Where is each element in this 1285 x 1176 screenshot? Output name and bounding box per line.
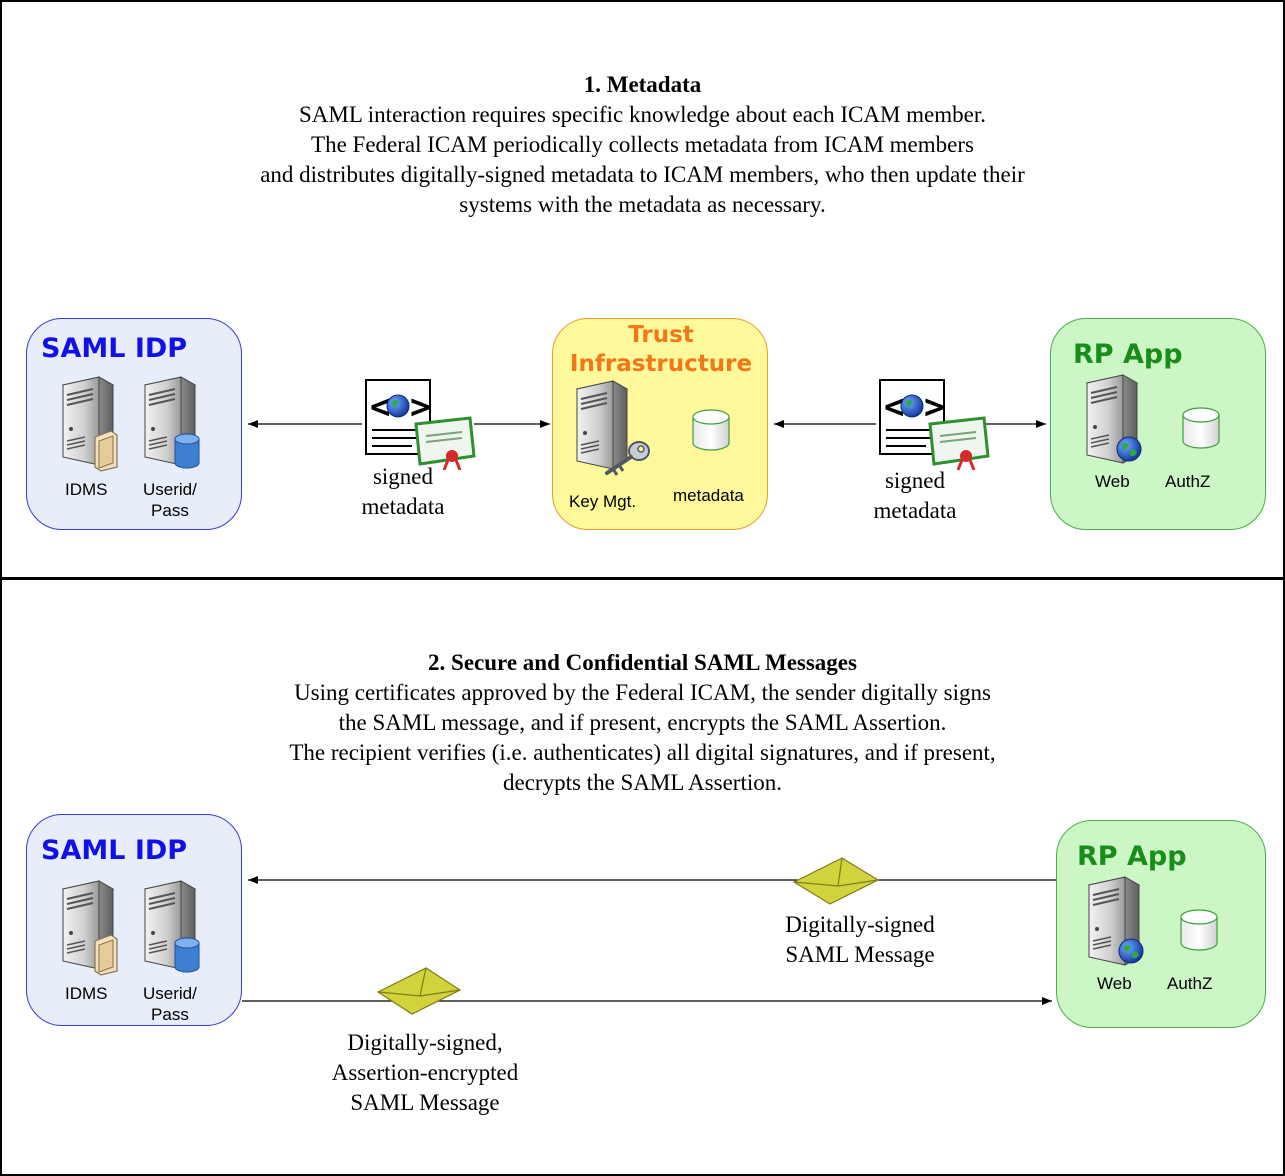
section1-line-3: and distributes digitally-signed metadat… — [260, 162, 1025, 187]
rp-app-box: RP App Web AuthZ — [1050, 318, 1266, 530]
trust-title: Trust Infrastructure — [553, 321, 769, 379]
userid-label: Userid/ Pass — [143, 479, 197, 521]
envelope-icon — [376, 967, 462, 1015]
envelope-icon — [792, 857, 880, 905]
web-label: Web — [1095, 472, 1130, 491]
svg-text:<: < — [370, 387, 390, 427]
caption-left-line-1: signed — [372, 464, 434, 489]
metadata-store-label: metadata — [673, 486, 744, 505]
idms-label-2: IDMS — [65, 984, 108, 1003]
server-icon — [143, 880, 197, 970]
svg-text:<: < — [884, 387, 904, 427]
idms-label: IDMS — [65, 480, 108, 499]
svg-text:>: > — [410, 387, 430, 427]
metadata-arrows — [248, 420, 1046, 428]
userid-label-2-line-1: Userid/ — [143, 984, 197, 1003]
database-icon — [1182, 407, 1220, 449]
caption-bottom-line-2: Assertion-encrypted — [331, 1060, 519, 1085]
database-icon — [692, 409, 730, 451]
certificate-icon: < > — [879, 379, 990, 471]
saml-idp-title-2: SAML IDP — [41, 835, 188, 866]
server-icon — [575, 380, 629, 470]
rp-app-title: RP App — [1073, 339, 1183, 370]
server-icon — [61, 880, 115, 970]
database-icon — [174, 937, 200, 973]
globe-icon — [1118, 938, 1144, 964]
trust-title-line-2: Infrastructure — [569, 351, 753, 377]
userid-label-line-1: Userid/ — [143, 480, 197, 499]
section2-text: 2. Secure and Confidential SAML Messages… — [0, 648, 1285, 798]
certificate-icon: < > — [365, 379, 476, 471]
section2-line-1: Using certificates approved by the Feder… — [294, 680, 991, 705]
userid-label-2: Userid/ Pass — [143, 983, 197, 1025]
trust-title-line-1: Trust — [628, 322, 694, 348]
signed-metadata-caption-left: signed metadata — [348, 462, 458, 522]
section1-title: 1. Metadata — [583, 72, 702, 97]
caption-right-line-1: signed — [884, 468, 946, 493]
trust-infrastructure-box: Trust Infrastructure Key Mgt. metadata — [552, 318, 768, 530]
rp-app-title-2: RP App — [1077, 841, 1187, 872]
section2-line-3: The recipient verifies (i.e. authenticat… — [289, 740, 996, 765]
folder-icon — [94, 934, 118, 976]
caption-top-line-2: SAML Message — [785, 942, 935, 967]
saml-idp-box: SAML IDP IDMS Userid/ Pass — [26, 318, 242, 530]
caption-top-line-1: Digitally-signed — [785, 912, 935, 937]
section2-line-4: decrypts the SAML Assertion. — [503, 770, 782, 795]
saml-idp-box-2: SAML IDP IDMS Userid/ Pass — [26, 814, 242, 1026]
web-label-2: Web — [1097, 974, 1132, 993]
section2-line-2: the SAML message, and if present, encryp… — [338, 710, 947, 735]
saml-idp-title: SAML IDP — [41, 333, 188, 364]
folder-icon — [94, 430, 118, 472]
userid-label-line-2: Pass — [151, 501, 189, 520]
authz-label: AuthZ — [1165, 472, 1211, 491]
section1-line-4: systems with the metadata as necessary. — [459, 192, 826, 217]
section1-line-2: The Federal ICAM periodically collects m… — [311, 132, 974, 157]
authz-label-2: AuthZ — [1167, 974, 1213, 993]
caption-bottom-line-1: Digitally-signed, — [347, 1030, 503, 1055]
globe-icon — [1116, 436, 1142, 462]
svg-text:>: > — [924, 387, 944, 427]
caption-left-line-2: metadata — [361, 494, 445, 519]
key-icon — [605, 441, 650, 476]
database-icon — [174, 433, 200, 469]
section1-line-1: SAML interaction requires specific knowl… — [298, 102, 987, 127]
section2-title: 2. Secure and Confidential SAML Messages — [428, 650, 857, 675]
rp-app-box-2: RP App Web AuthZ — [1056, 820, 1266, 1028]
signed-metadata-caption-right: signed metadata — [860, 466, 970, 526]
caption-bottom-line-3: SAML Message — [350, 1090, 500, 1115]
database-icon — [1180, 909, 1218, 951]
userid-label-2-line-2: Pass — [151, 1005, 189, 1024]
section1-text: 1. Metadata SAML interaction requires sp… — [0, 70, 1285, 220]
keymgt-label: Key Mgt. — [569, 492, 637, 511]
caption-idp-to-rp: Digitally-signed, Assertion-encrypted SA… — [300, 1028, 550, 1118]
caption-rp-to-idp: Digitally-signed SAML Message — [760, 910, 960, 970]
caption-right-line-2: metadata — [873, 498, 957, 523]
